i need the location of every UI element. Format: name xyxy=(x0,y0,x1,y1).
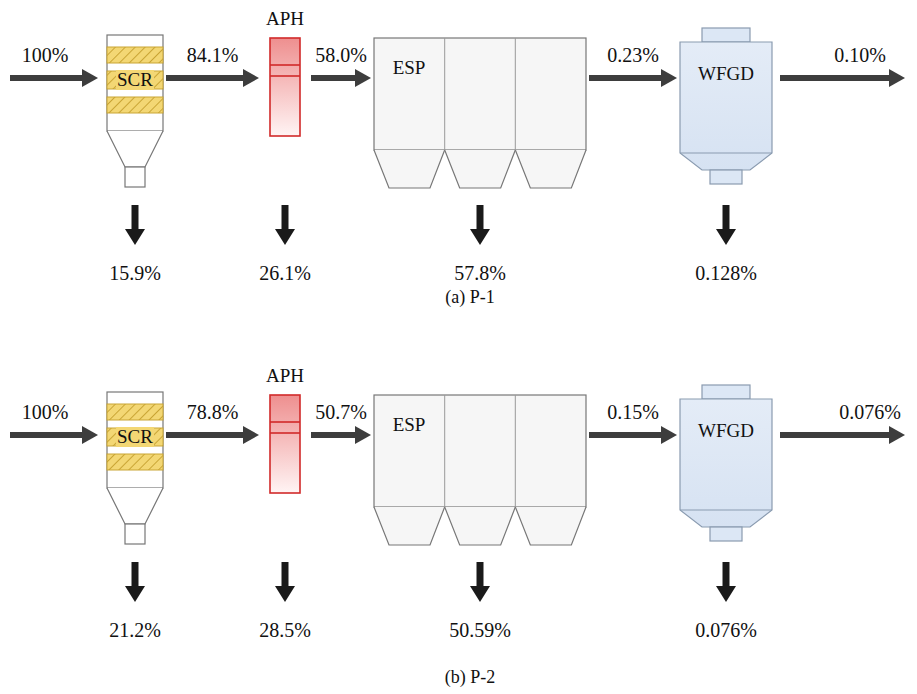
percentage-label: 100% xyxy=(22,401,69,423)
discharge-arrow xyxy=(125,562,145,602)
scr-unit: SCR xyxy=(107,392,163,552)
flow-percentage: 84.1% xyxy=(185,44,241,66)
discharge-arrow xyxy=(716,562,736,602)
flow-arrow xyxy=(311,426,371,444)
percentage-label: 0.076% xyxy=(839,401,901,423)
flow-arrow xyxy=(10,426,98,444)
flow-arrow xyxy=(166,69,259,87)
percentage-label: 100% xyxy=(22,44,69,66)
wfgd-unit: WFGD xyxy=(680,28,772,190)
wfgd-unit: WFGD xyxy=(680,385,772,547)
percentage-label: 15.9% xyxy=(109,262,161,284)
flow-arrow xyxy=(780,69,905,87)
esp-unit: ESP xyxy=(374,38,586,190)
percentage-label: 50.59% xyxy=(449,619,511,641)
aph-unit: APH xyxy=(262,365,308,495)
percentage-label: 28.5% xyxy=(259,619,311,641)
scr-outline xyxy=(107,392,163,552)
flow-percentage: 78.8% xyxy=(185,401,241,423)
discharge-arrow xyxy=(275,205,295,245)
unit-name: WFGD xyxy=(698,64,754,85)
flow-arrow xyxy=(166,426,259,444)
flow-arrow xyxy=(780,426,905,444)
percentage-label: 26.1% xyxy=(259,262,311,284)
flow-arrow xyxy=(311,69,371,87)
flow-percentage: 0.23% xyxy=(605,44,661,66)
flow-percentage: 0.15% xyxy=(605,401,661,423)
discharge-arrow xyxy=(716,205,736,245)
discharge-arrow xyxy=(470,205,490,245)
flow-arrow xyxy=(10,69,98,87)
percentage-label: 21.2% xyxy=(109,619,161,641)
discharge-arrow xyxy=(125,205,145,245)
percentage-label: 57.8% xyxy=(454,262,506,284)
percentage-label: 0.128% xyxy=(695,262,757,284)
flow-percentage: 50.7% xyxy=(313,401,369,423)
unit-name: APH xyxy=(266,9,304,30)
percentage-label: 0.10% xyxy=(834,44,886,66)
unit-name: ESP xyxy=(393,58,426,79)
wfgd-outline xyxy=(680,385,772,547)
subfigure-caption: (b) P-2 xyxy=(445,668,496,688)
scr-outline xyxy=(107,35,163,195)
discharge-arrow xyxy=(275,562,295,602)
percentage-label: 0.076% xyxy=(695,619,757,641)
unit-name: WFGD xyxy=(698,421,754,442)
flow-arrow xyxy=(589,69,677,87)
aph-unit: APH xyxy=(262,8,308,138)
unit-name: SCR xyxy=(116,427,154,448)
flow-percentage: 58.0% xyxy=(313,44,369,66)
unit-name: APH xyxy=(266,366,304,387)
discharge-arrow xyxy=(470,562,490,602)
unit-name: ESP xyxy=(393,415,426,436)
subfigure-caption: (a) P-1 xyxy=(445,288,494,308)
flow-arrow xyxy=(589,426,677,444)
scr-unit: SCR xyxy=(107,35,163,195)
unit-name: SCR xyxy=(116,70,154,91)
wfgd-outline xyxy=(680,28,772,190)
esp-unit: ESP xyxy=(374,395,586,547)
